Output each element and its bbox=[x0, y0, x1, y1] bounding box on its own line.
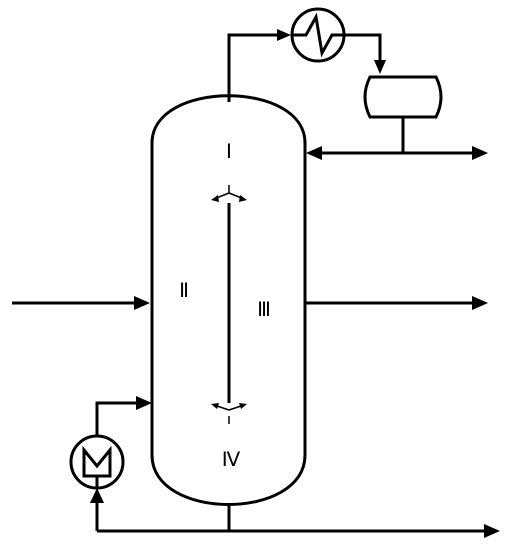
reflux-return-arrow bbox=[306, 146, 322, 160]
side-draw-arrow bbox=[472, 296, 488, 310]
bottoms-product-arrow bbox=[484, 524, 500, 538]
reboiler bbox=[69, 434, 125, 490]
overhead-vapor-arrow bbox=[277, 29, 291, 41]
distillate-arrow bbox=[472, 146, 488, 160]
reboiler-return-line bbox=[95, 401, 136, 436]
overhead-vapor-line bbox=[227, 33, 285, 102]
feed-arrow bbox=[134, 296, 150, 310]
section-label-side-draw: Ⅲ bbox=[257, 299, 271, 321]
condenser bbox=[290, 7, 346, 63]
condenser-coil-icon bbox=[292, 12, 344, 58]
column-shell bbox=[150, 94, 307, 506]
reboiler-feed-arrow bbox=[90, 488, 104, 503]
section-label-bottom: Ⅳ bbox=[222, 449, 241, 471]
condensate-line bbox=[344, 33, 382, 62]
section-label-top: Ⅰ bbox=[226, 141, 232, 163]
reboiler-return-arrow bbox=[136, 396, 152, 410]
condensate-arrow bbox=[374, 60, 386, 74]
top-distributor-icon bbox=[211, 185, 247, 202]
reflux-drum bbox=[363, 75, 443, 119]
reboiler-coil-icon bbox=[82, 445, 112, 488]
section-label-feed-side: Ⅱ bbox=[179, 280, 189, 302]
bottom-distributor-icon bbox=[211, 403, 247, 424]
